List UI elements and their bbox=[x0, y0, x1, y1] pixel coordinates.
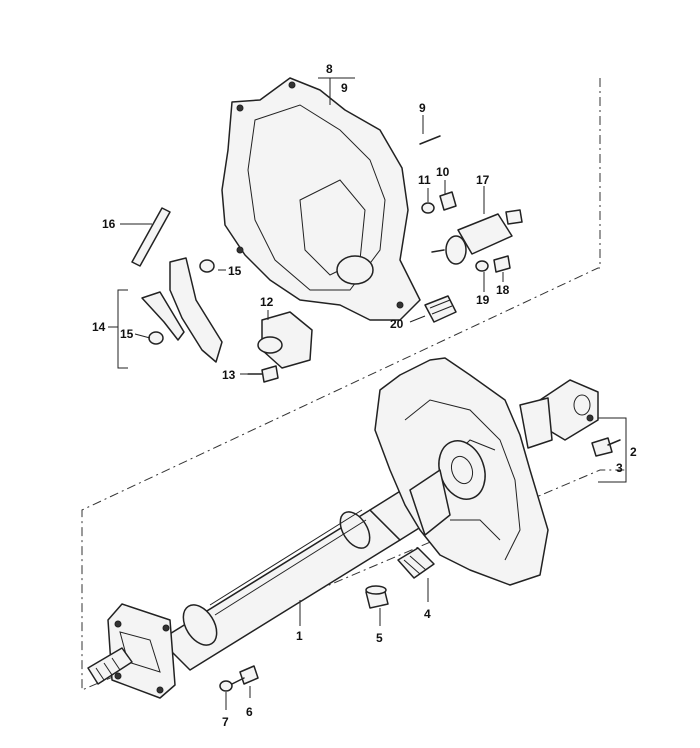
leader-lines bbox=[108, 77, 627, 710]
callout-9-upper: 9 bbox=[341, 81, 348, 95]
callout-3: 3 bbox=[616, 461, 623, 475]
assembly-boundary-line bbox=[81, 78, 628, 691]
clutch-housing bbox=[221, 77, 421, 321]
bolt-3 bbox=[591, 437, 621, 457]
callout-labels: 1 2 3 4 5 6 7 8 9 9 10 11 12 13 14 15 15… bbox=[92, 62, 637, 729]
plug-5 bbox=[365, 585, 389, 609]
mount-4 bbox=[397, 547, 435, 579]
callout-16: 16 bbox=[102, 217, 116, 231]
callout-15-upper: 15 bbox=[228, 264, 242, 278]
splined-shaft bbox=[87, 647, 133, 685]
central-tube bbox=[87, 484, 441, 699]
bolt-6 bbox=[231, 665, 259, 685]
callout-12: 12 bbox=[260, 295, 274, 309]
stud-9 bbox=[419, 135, 441, 145]
bell-housing bbox=[374, 357, 549, 586]
callout-17: 17 bbox=[476, 173, 490, 187]
callout-6: 6 bbox=[246, 705, 253, 719]
nut-19 bbox=[475, 260, 489, 272]
slave-cylinder-17 bbox=[431, 209, 523, 265]
callout-5: 5 bbox=[376, 631, 383, 645]
callout-9-stud: 9 bbox=[419, 101, 426, 115]
actuator-bracket bbox=[519, 379, 599, 449]
tube-flange-plate bbox=[107, 603, 176, 699]
washer-7 bbox=[219, 680, 233, 692]
pin-16 bbox=[131, 207, 171, 267]
callout-8: 8 bbox=[326, 62, 333, 76]
callout-13: 13 bbox=[222, 368, 236, 382]
callout-7: 7 bbox=[222, 715, 229, 729]
callout-18: 18 bbox=[496, 283, 510, 297]
bolt-13 bbox=[247, 365, 279, 383]
bolt-18 bbox=[493, 255, 511, 273]
bolt-10 bbox=[439, 191, 457, 211]
callout-11: 11 bbox=[418, 173, 431, 187]
nut-15-upper bbox=[199, 259, 215, 273]
release-fork-14 bbox=[141, 257, 223, 363]
guide-tube-12 bbox=[257, 311, 313, 369]
callout-4: 4 bbox=[424, 607, 431, 621]
callout-15-lower: 15 bbox=[120, 327, 134, 341]
callout-10: 10 bbox=[436, 165, 450, 179]
mount-20 bbox=[424, 295, 457, 323]
callout-14: 14 bbox=[92, 320, 106, 334]
callout-20: 20 bbox=[390, 317, 404, 331]
callout-1: 1 bbox=[296, 629, 303, 643]
nut-15-lower bbox=[148, 331, 164, 345]
nut-11 bbox=[421, 202, 435, 214]
callout-19: 19 bbox=[476, 293, 490, 307]
callout-2: 2 bbox=[630, 445, 637, 459]
